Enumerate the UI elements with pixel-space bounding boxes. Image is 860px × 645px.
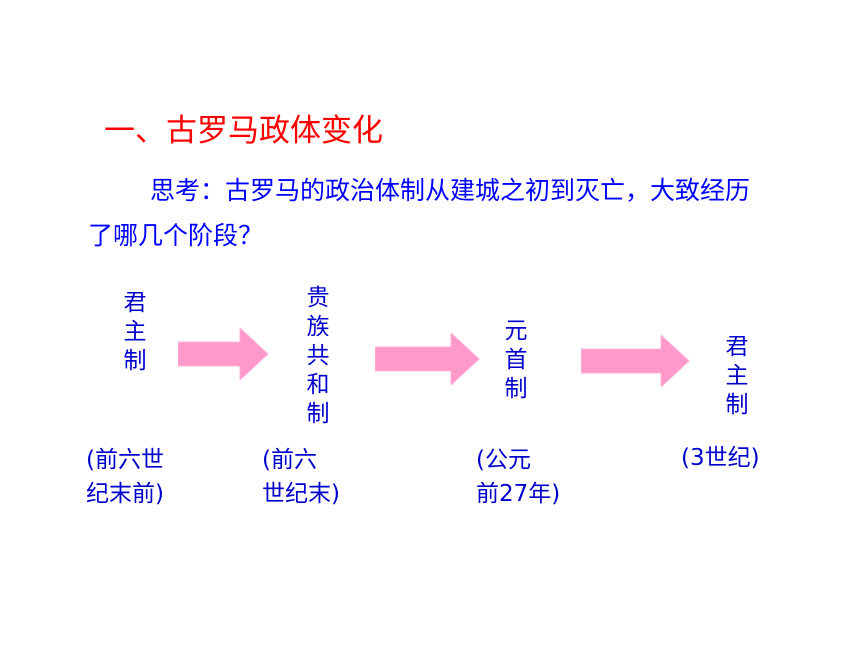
arrow-right-icon xyxy=(375,333,480,385)
arrow-right-icon xyxy=(178,328,269,380)
stage-aristocratic-republic-period: (前六 世纪末) xyxy=(262,447,340,507)
question-text: 思考：古罗马的政治体制从建城之初到灭亡，大致经历了哪几个阶段？ xyxy=(88,176,751,250)
stage-late-monarchy-period: (3世纪) xyxy=(681,445,760,471)
arrow-right-icon xyxy=(581,335,690,387)
stage-monarchy-label: 君主制 xyxy=(123,290,147,374)
stage-aristocratic-republic-label: 贵族共和制 xyxy=(306,285,330,427)
stage-principate-period: (公元 前27年) xyxy=(476,447,561,507)
stage-monarchy-period: (前六世 纪末前) xyxy=(86,447,164,507)
section-heading: 一、古罗马政体变化 xyxy=(104,113,383,149)
stage-late-monarchy-label: 君主制 xyxy=(725,334,749,418)
stage-principate-label: 元首制 xyxy=(504,318,528,402)
